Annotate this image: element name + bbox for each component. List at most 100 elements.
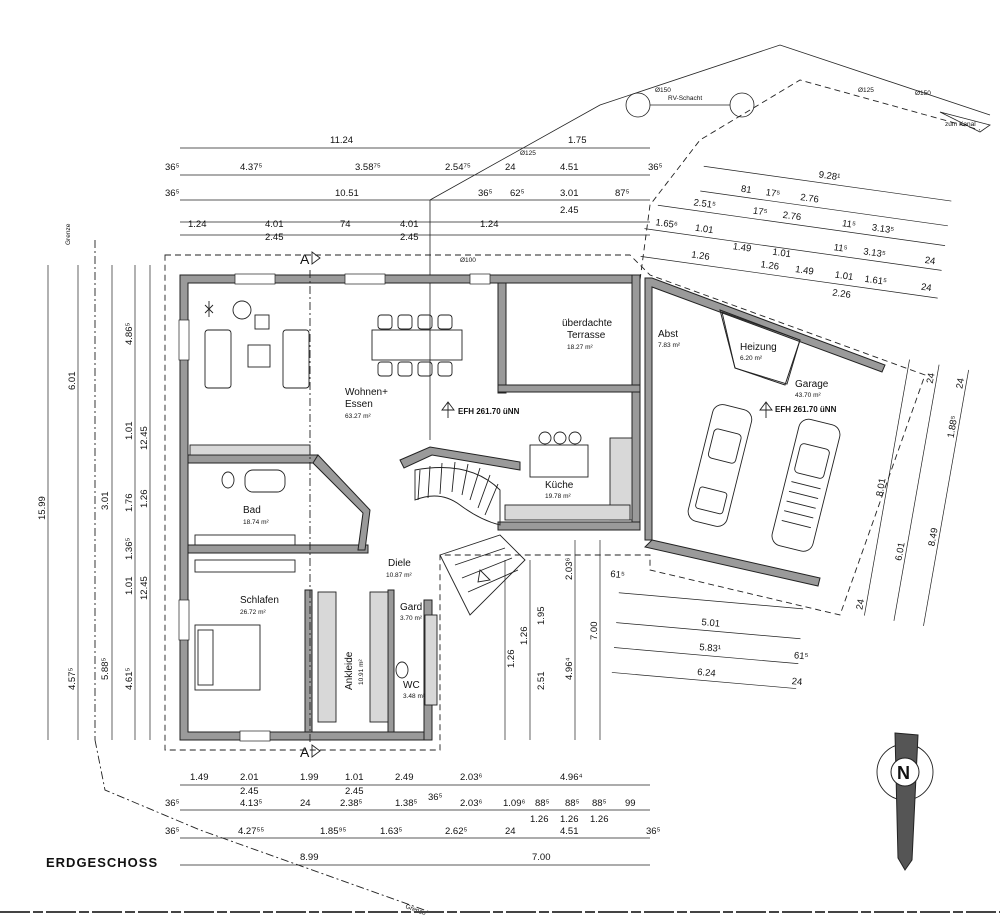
side-table xyxy=(254,314,270,330)
dim-gside-2: 6.01 xyxy=(894,542,908,562)
dim-top-4b: 4.01 xyxy=(265,219,284,230)
dim-bot-4a: 8.99 xyxy=(300,852,319,863)
dim-top-1a: 11.24 xyxy=(330,135,353,146)
armchair xyxy=(232,300,252,320)
boundary-label: Grenze xyxy=(65,223,72,245)
dim-garage-3d: 11⁵ xyxy=(841,218,856,231)
roof-outline xyxy=(164,254,926,751)
section-markers: A A xyxy=(300,251,321,760)
dim-bot-1d: 1.01 xyxy=(345,772,364,783)
dim-garage-4d: 1.01 xyxy=(772,247,792,260)
dim-top-3f: 87⁵ xyxy=(615,188,630,199)
entry-arrow-icon xyxy=(477,569,491,583)
section-marker-bottom: A xyxy=(300,744,310,760)
dim-left-6: 3.01 xyxy=(100,492,111,511)
dim-bot-3a: 36⁵ xyxy=(165,826,180,837)
dim-garage-2a: 81 xyxy=(740,184,752,196)
room-bad-name: Bad xyxy=(243,505,261,516)
dim-bot-4b: 7.00 xyxy=(532,852,551,863)
room-schlafen-name: Schlafen xyxy=(240,595,279,606)
shaft-label: RV-Schacht xyxy=(668,95,702,102)
dim-left-13: 1.01 xyxy=(124,577,135,596)
dim-bot-2h: 1.09⁶ xyxy=(503,798,525,809)
dim-top-4a: 1.24 xyxy=(188,219,207,230)
bath-vanity xyxy=(194,534,296,546)
site-lines: RV-Schacht zum Kanal Ø150 Ø125 Ø150 Ø125… xyxy=(65,44,991,917)
car-right xyxy=(771,418,841,552)
dim-garage-3e: 3.13⁵ xyxy=(871,222,895,236)
dim-bot-2d: 2.38⁵ xyxy=(340,798,362,809)
dim-lower-3: 5.83¹ xyxy=(699,642,722,655)
level-garage: EFH 261.70 üNN xyxy=(775,405,837,414)
dim-left-3: 4.86⁵ xyxy=(124,323,135,345)
north-needle-icon xyxy=(894,732,919,871)
dim-garage-4e: 11⁵ xyxy=(833,242,848,255)
room-gard-name: Gard xyxy=(400,602,422,613)
dim-left-5: 12.45 xyxy=(139,426,150,450)
shaft-circle-2 xyxy=(729,92,755,118)
dim-bot-1b: 2.01 xyxy=(240,772,259,783)
kitchen-island xyxy=(529,444,589,478)
dim-bot-1c: 1.99 xyxy=(300,772,319,783)
room-schlafen-area: 26.72 m² xyxy=(240,609,266,616)
dim-left-2: 6.01 xyxy=(67,372,78,391)
room-terrasse-area: 18.27 m² xyxy=(567,344,593,351)
dim-gside-3: 8.49 xyxy=(927,527,941,547)
dim-bot-2n: 1.26 xyxy=(560,814,579,825)
dim-bot-2c: 24 xyxy=(300,798,311,809)
staircase xyxy=(414,461,526,616)
level-marker-icon xyxy=(441,401,455,418)
section-arrow-top-icon xyxy=(311,251,321,265)
canal-arrow-icon xyxy=(939,111,991,133)
level-marker-garage-icon xyxy=(759,401,773,418)
dim-left-11: 5.88⁵ xyxy=(100,658,111,680)
dim-garage-4a: 1.65⁶ xyxy=(655,217,679,231)
dim-lower-2: 5.01 xyxy=(701,617,720,630)
dim-garage-5g: 2.26 xyxy=(832,287,852,300)
heizung-room-outline xyxy=(721,311,801,385)
dim-top-2e: 24 xyxy=(505,162,516,173)
dim-bot-3f: 24 xyxy=(505,826,516,837)
bed xyxy=(194,624,261,691)
dim-top-2c: 3.58⁷⁵ xyxy=(355,162,381,173)
dim-top-2f: 4.51 xyxy=(560,162,579,173)
plan-title: ERDGESCHOSS xyxy=(46,855,158,870)
bedroom-desk xyxy=(194,559,296,573)
dim-top-4e: 1.24 xyxy=(480,219,499,230)
dim-bot-1h: 2.45 xyxy=(240,786,259,797)
dim-top-1b: 1.75 xyxy=(568,135,587,146)
dim-left-9: 1.36⁵ xyxy=(124,538,135,560)
dim-top-3c: 36⁵ xyxy=(478,188,493,199)
dim-bot-3e: 2.62⁵ xyxy=(445,826,467,837)
wc-toilet xyxy=(395,661,409,679)
closet-right xyxy=(369,591,389,723)
dim-bot-2f: 36⁵ xyxy=(428,792,443,803)
furniture xyxy=(189,300,841,723)
dim-garage-3a: 2.51⁵ xyxy=(693,197,717,211)
room-diele-name: Diele xyxy=(388,558,411,569)
dim-left-7: 1.26 xyxy=(139,490,150,509)
dim-top-4f: 2.45 xyxy=(265,232,284,243)
sideboard xyxy=(189,444,311,456)
room-heizung-name: Heizung xyxy=(740,342,777,353)
dim-bot-3b: 4.27⁵⁵ xyxy=(238,826,264,837)
dining-table xyxy=(371,329,463,361)
bathtub xyxy=(244,469,286,493)
bottom-dimension-chains: 1.49 2.01 1.99 1.01 2.49 2.03⁶ 4.96⁴ 2.4… xyxy=(165,772,661,866)
dim-lower-1: 61⁵ xyxy=(610,569,625,581)
dim-top-4d: 4.01 xyxy=(400,219,419,230)
dim-top-3d: 62⁵ xyxy=(510,188,525,199)
dim-right-4: 1.95 xyxy=(536,607,547,626)
dim-top-2a: 36⁵ xyxy=(165,162,180,173)
dim-left-1: 15.99 xyxy=(37,496,48,520)
lower-garage-dimension-chains: 61⁵ 5.01 5.83¹ 6.24 61⁵ 24 xyxy=(610,569,809,689)
dim-gside-7: 24 xyxy=(854,598,867,610)
dim-garage-5f: 24 xyxy=(920,282,932,294)
pipe-label-1: Ø150 xyxy=(655,87,671,94)
dim-garage-2c: 2.76 xyxy=(800,192,820,205)
dim-left-12: 4.61⁵ xyxy=(124,668,135,690)
dim-top-2d: 2.54⁷⁵ xyxy=(445,162,471,173)
dim-bot-3c: 1.85⁹⁵ xyxy=(320,826,347,837)
room-abst-name: Abst xyxy=(658,329,678,340)
